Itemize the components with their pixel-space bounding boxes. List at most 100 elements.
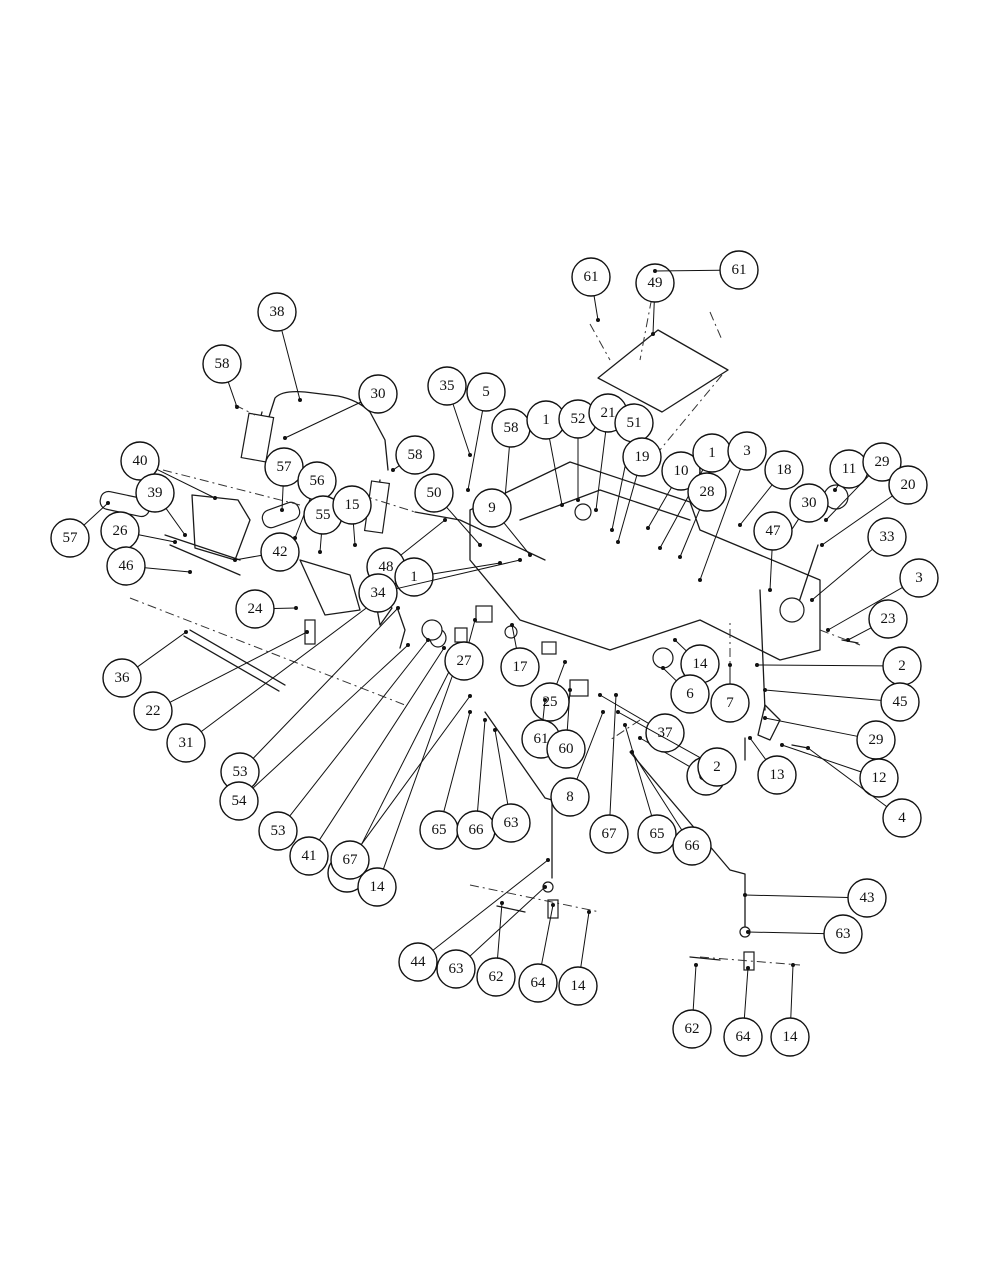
leader-arrowhead — [614, 693, 618, 697]
callout-leader — [827, 586, 903, 631]
callout-label: 62 — [685, 1021, 700, 1037]
callout-label: 67 — [602, 826, 618, 842]
callout-circle — [466, 372, 506, 412]
leader-arrowhead — [791, 963, 795, 967]
callout-label: 63 — [504, 815, 519, 831]
callout-bubble-3: 3 — [899, 558, 939, 598]
leader-arrowhead — [493, 728, 497, 732]
callout-bubble-53: 53 — [220, 752, 260, 792]
callout-leader — [165, 508, 186, 536]
callout-label: 24 — [248, 601, 264, 617]
callout-bubble-40: 40 — [120, 441, 160, 481]
callout-leader — [769, 549, 773, 591]
callout-leader — [494, 729, 509, 805]
callout-bubble-53: 53 — [258, 811, 298, 851]
rod-43 — [629, 751, 746, 931]
callout-bubble-58: 58 — [395, 435, 435, 475]
leader-arrowhead — [678, 555, 682, 559]
callout-label: 7 — [726, 695, 734, 711]
callout-circle — [289, 836, 329, 876]
callout-circle — [789, 483, 829, 523]
callout-bubble-27: 27 — [444, 641, 484, 681]
leader-arrowhead — [826, 628, 830, 632]
leader-arrowhead — [846, 638, 850, 642]
callout-leader — [692, 964, 697, 1011]
leader-arrowhead — [560, 503, 564, 507]
callout-circle — [546, 729, 586, 769]
callout-label: 63 — [449, 961, 464, 977]
leader-arrowhead — [780, 743, 784, 747]
callout-label: 51 — [627, 415, 642, 431]
callout-label: 22 — [146, 703, 161, 719]
callout-circle — [414, 473, 454, 513]
callout-bubble-65: 65 — [637, 814, 677, 854]
callout-label: 31 — [179, 735, 194, 751]
callout-leader — [83, 502, 109, 526]
leader-arrowhead — [528, 553, 532, 557]
callout-label: 57 — [277, 459, 293, 475]
callout-bubble-39: 39 — [135, 473, 175, 513]
callout-label: 20 — [901, 477, 916, 493]
leader-arrowhead — [442, 646, 446, 650]
callout-bubble-35: 35 — [427, 366, 467, 406]
leader-arrowhead — [806, 746, 810, 750]
leader-arrowhead — [623, 723, 627, 727]
callout-label: 12 — [872, 770, 887, 786]
callout-bubble-66: 66 — [672, 826, 712, 866]
callout-circle — [257, 292, 297, 332]
callout-label: 58 — [504, 420, 519, 436]
callout-bubble-41: 41 — [289, 836, 329, 876]
callout-bubble-30: 30 — [358, 374, 398, 414]
leader-arrowhead — [746, 930, 750, 934]
leader-arrowhead — [233, 558, 237, 562]
callout-circle — [880, 682, 920, 722]
callout-circle — [357, 867, 397, 907]
callout-circle — [753, 511, 793, 551]
callout-label: 64 — [531, 975, 547, 991]
callout-leader — [503, 522, 531, 556]
callout-circle — [645, 713, 685, 753]
callout-label: 58 — [408, 447, 423, 463]
callout-leader — [624, 724, 653, 816]
callout-bubble-18: 18 — [764, 450, 804, 490]
callout-circle — [436, 949, 476, 989]
leader-arrowhead — [468, 694, 472, 698]
callout-leader — [138, 534, 176, 543]
callout-leader — [756, 664, 884, 667]
callout-bubble-25: 25 — [530, 682, 570, 722]
callout-label: 63 — [836, 926, 851, 942]
callout-circle — [235, 589, 275, 629]
leader-arrowhead — [768, 588, 772, 592]
callout-circle — [867, 517, 907, 557]
callout-leader — [477, 719, 486, 812]
callout-leader — [432, 859, 549, 951]
callout-circle — [859, 758, 899, 798]
callout-leader — [281, 485, 284, 511]
leader-arrowhead — [298, 398, 302, 402]
leader-arrowhead — [546, 858, 550, 862]
callout-bubble-67: 67 — [589, 814, 629, 854]
callout-leader — [593, 295, 599, 321]
callout-circle — [219, 781, 259, 821]
callout-bubble-7: 7 — [710, 683, 750, 723]
callout-bubble-6: 6 — [670, 674, 710, 714]
leader-arrowhead — [426, 638, 430, 642]
callout-circle — [518, 963, 558, 1003]
leader-arrowhead — [596, 318, 600, 322]
callout-label: 9 — [488, 500, 496, 516]
callout-label: 15 — [345, 497, 360, 513]
leader-arrowhead — [746, 966, 750, 970]
leader-arrowhead — [280, 508, 284, 512]
callout-bubble-28: 28 — [687, 472, 727, 512]
cover-plate — [597, 329, 729, 413]
callout-leader — [468, 619, 476, 643]
callout-bubble-14: 14 — [357, 867, 397, 907]
callout-circle — [672, 826, 712, 866]
leader-arrowhead — [183, 533, 187, 537]
callout-leader — [825, 475, 870, 521]
callout-circle — [133, 691, 173, 731]
callout-leader — [144, 567, 191, 573]
leader-arrowhead — [576, 498, 580, 502]
callout-label: 45 — [893, 694, 908, 710]
callout-label: 19 — [635, 449, 650, 465]
